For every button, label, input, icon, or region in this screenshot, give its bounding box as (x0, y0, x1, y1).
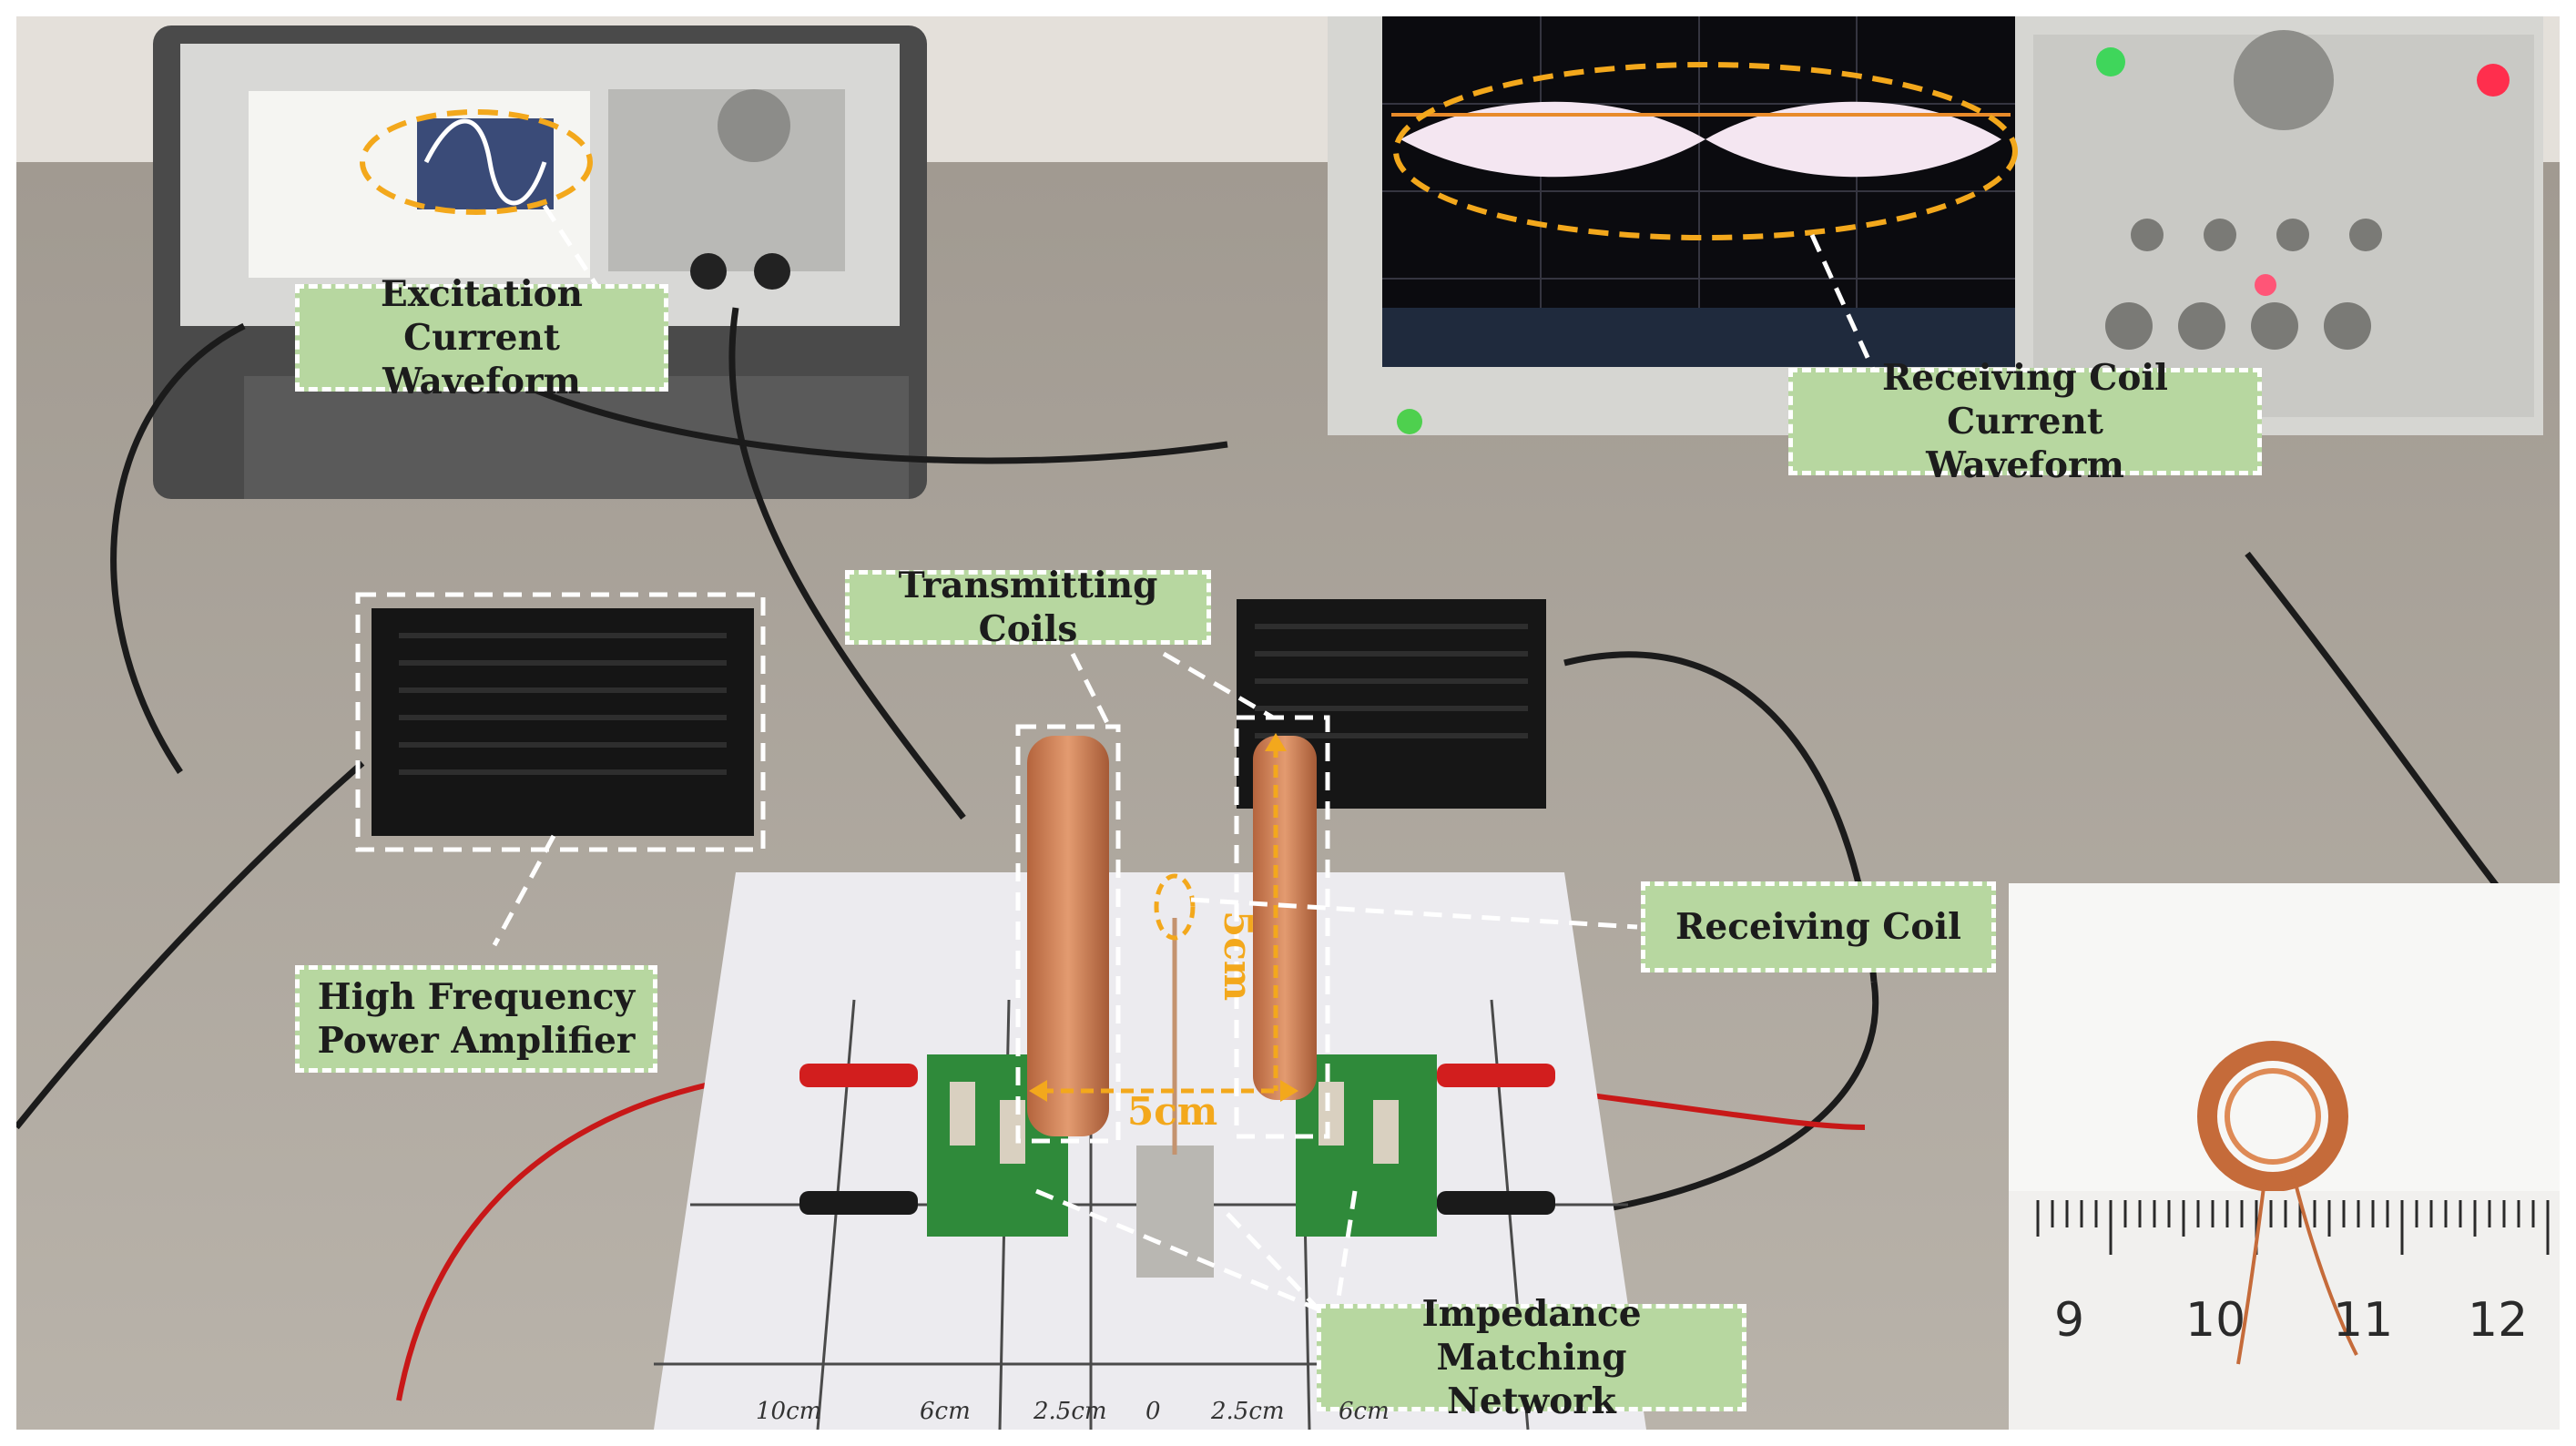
paper-mark: 2.5cm (1211, 1398, 1285, 1425)
label-receiving-coil: Receiving Coil (1641, 881, 1996, 972)
high-frequency-power-amplifier (355, 592, 766, 852)
paper-mark: 10cm (756, 1398, 822, 1425)
label-receiving-coil-current-waveform: Receiving Coil Current Waveform (1788, 357, 2262, 486)
dimension-horizontal: 5cm (1127, 1089, 1218, 1134)
ruler-number: 9 (2054, 1293, 2085, 1348)
receiving-coil-highlight (1154, 873, 1196, 941)
ruler-number: 12 (2468, 1293, 2529, 1348)
label-excitation-current-waveform: Excitation Current Waveform (295, 273, 668, 402)
experimental-setup-photo (16, 16, 2560, 1430)
excitation-waveform-highlight (360, 109, 593, 215)
paper-mark: 6cm (1339, 1398, 1390, 1425)
label-impedance-matching-network: Impedance Matching Network (1317, 1293, 1746, 1422)
transmitting-coils (1015, 715, 1330, 1144)
impedance-matching-boards (799, 1054, 1555, 1278)
inset-receiving-coil-photo (2009, 883, 2560, 1430)
oscilloscope (1328, 16, 2543, 435)
function-generator (153, 25, 927, 499)
paper-mark: 2.5cm (1033, 1398, 1107, 1425)
ruler-number: 10 (2185, 1293, 2246, 1348)
receiving-waveform-highlight (1393, 62, 2018, 240)
label-high-frequency-power-amplifier: High Frequency Power Amplifier (295, 965, 657, 1073)
paper-mark: 6cm (920, 1398, 971, 1425)
dimension-vertical: 5cm (1216, 911, 1260, 1002)
label-transmitting-coils: Transmitting Coils (845, 565, 1211, 650)
paper-mark: 0 (1145, 1398, 1161, 1425)
ruler-number: 11 (2333, 1293, 2394, 1348)
